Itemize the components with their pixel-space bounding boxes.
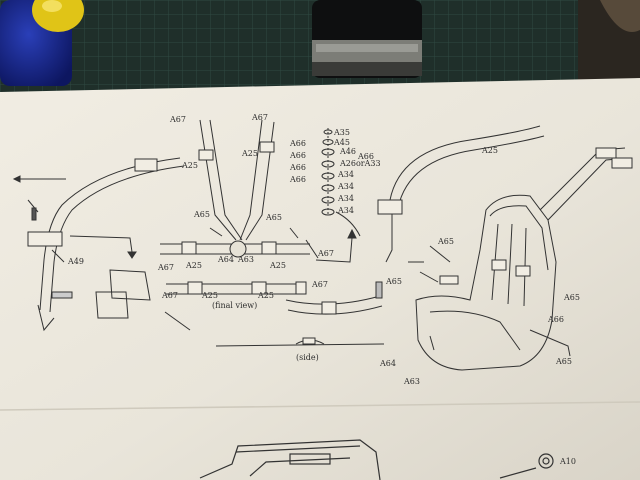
label-a67-low-right: A67 bbox=[311, 280, 328, 289]
dark-object bbox=[578, 0, 640, 88]
label-a25-3: A25 bbox=[185, 261, 202, 270]
label-a65-1: A65 bbox=[193, 210, 210, 219]
label-a35: A35 bbox=[333, 128, 350, 137]
instruction-sheet bbox=[0, 78, 640, 480]
label-a25-4: A25 bbox=[269, 261, 286, 270]
label-a65-4: A65 bbox=[385, 277, 402, 286]
bottom-part-drawing bbox=[199, 439, 554, 480]
label-a67-low-left: A67 bbox=[161, 291, 178, 300]
lap-belt-detail bbox=[215, 281, 385, 347]
label-a63-seat: A63 bbox=[403, 377, 420, 386]
label-a63-center: A63 bbox=[237, 255, 254, 264]
label-a25-2: A25 bbox=[241, 149, 258, 158]
center-harness bbox=[160, 119, 357, 295]
label-a10: A10 bbox=[559, 457, 576, 466]
label-a66-1: A66 bbox=[289, 139, 306, 148]
label-a45: A45 bbox=[333, 138, 350, 147]
label-a65-3: A65 bbox=[437, 237, 454, 246]
label-a66-4: A66 bbox=[289, 175, 306, 184]
label-a65-5: A65 bbox=[563, 293, 580, 302]
label-a67-mid-left: A67 bbox=[157, 263, 174, 272]
label-a34-1: A34 bbox=[337, 170, 354, 179]
label-a67-top-right: A67 bbox=[251, 113, 268, 122]
label-a64-center: A64 bbox=[217, 255, 234, 264]
label-a64-seat: A64 bbox=[379, 359, 396, 368]
washer-stack bbox=[321, 128, 361, 237]
label-a46: A46 bbox=[339, 147, 356, 156]
label-a66-right: A66 bbox=[357, 152, 374, 161]
label-a25-6: A25 bbox=[257, 291, 274, 300]
label-a26-a33: A26orA33 bbox=[339, 159, 381, 168]
sheet-fold-line bbox=[0, 401, 640, 411]
label-a34-3: A34 bbox=[337, 194, 354, 203]
label-a66-3: A66 bbox=[289, 163, 306, 172]
label-a25-5: A25 bbox=[201, 291, 218, 300]
label-a67-top-left: A67 bbox=[169, 115, 186, 124]
label-a65-2: A65 bbox=[265, 213, 282, 222]
label-a25-seat: A25 bbox=[481, 146, 498, 155]
label-a34-2: A34 bbox=[337, 182, 354, 191]
label-a66-2: A66 bbox=[289, 151, 306, 160]
label-a67-mid-right: A67 bbox=[317, 249, 334, 258]
label-a66-seat: A66 bbox=[547, 315, 564, 324]
paint-jar bbox=[312, 0, 422, 78]
paint-bottle bbox=[0, 0, 84, 86]
seat-assembly bbox=[377, 125, 633, 371]
left-strap-assembly bbox=[12, 157, 191, 332]
label-a49: A49 bbox=[67, 257, 84, 266]
label-side: (side) bbox=[296, 353, 319, 362]
label-a34-4: A34 bbox=[337, 206, 354, 215]
label-a25-1: A25 bbox=[181, 161, 198, 170]
label-a65-6: A65 bbox=[555, 357, 572, 366]
label-final-view: (final view) bbox=[212, 301, 257, 310]
